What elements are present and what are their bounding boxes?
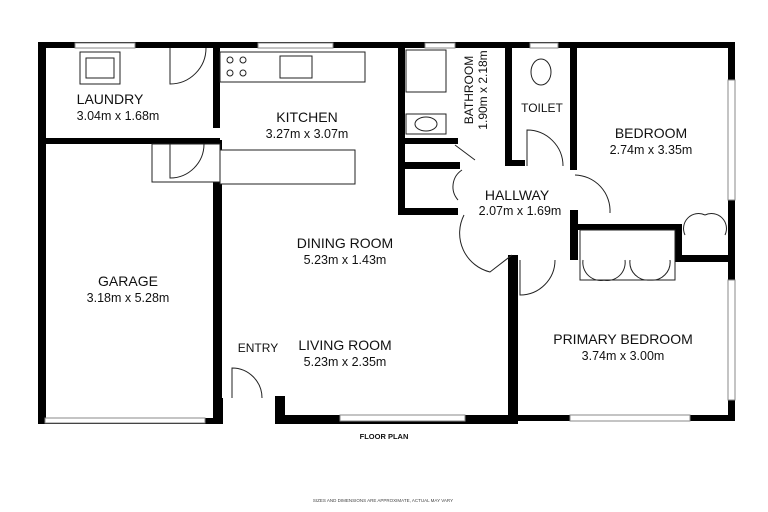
windows [44,42,736,424]
room-entry: ENTRY [238,341,278,355]
toilet-icon [530,58,552,86]
room-size: 2.74m x 3.35m [610,143,693,157]
room-name: HALLWAY [485,187,550,203]
room-primary-bedroom: PRIMARY BEDROOM 3.74m x 3.00m [553,331,693,363]
room-name: BEDROOM [615,125,687,141]
room-name: GARAGE [98,273,158,289]
disclaimer: SIZES AND DIMENSIONS ARE APPROXIMATE, AC… [313,498,453,503]
room-size: 2.07m x 1.69m [479,204,562,218]
room-name: PRIMARY BEDROOM [553,331,693,347]
room-name: TOILET [521,101,563,115]
room-kitchen: KITCHEN 3.27m x 3.07m [266,109,349,141]
room-living: LIVING ROOM 5.23m x 2.35m [298,337,391,369]
room-size: 5.23m x 2.35m [304,355,387,369]
room-hallway: HALLWAY 2.07m x 1.69m [479,187,562,218]
room-garage: GARAGE 3.18m x 5.28m [87,273,170,305]
room-dining: DINING ROOM 5.23m x 1.43m [297,235,393,267]
garage-cupboard [151,143,221,183]
room-size: 3.04m x 1.68m [77,109,160,123]
room-name: ENTRY [238,341,278,355]
room-name: DINING ROOM [297,235,393,251]
room-toilet: TOILET [521,101,563,115]
doors [169,47,727,399]
room-name: LIVING ROOM [298,337,391,353]
room-name: LAUNDRY [77,91,144,107]
room-size: 5.23m x 1.43m [304,253,387,267]
room-bathroom: BATHROOM 1.90m x 2.18m [462,50,490,129]
shower [405,49,447,93]
plan-title: FLOOR PLAN [360,432,409,441]
room-size: 1.90m x 2.18m [476,50,490,129]
kitchen-sink [279,55,313,79]
kitchen-island [219,149,356,185]
cooktop-icon [226,56,247,77]
room-bedroom: BEDROOM 2.74m x 3.35m [610,125,693,157]
wardrobe [579,229,676,281]
room-laundry: LAUNDRY 3.04m x 1.68m [77,91,160,123]
room-size: 3.27m x 3.07m [266,127,349,141]
room-size: 3.18m x 5.28m [87,291,170,305]
room-name: BATHROOM [462,56,476,124]
room-size: 3.74m x 3.00m [582,349,665,363]
room-name: KITCHEN [276,109,337,125]
fixtures [79,49,676,281]
